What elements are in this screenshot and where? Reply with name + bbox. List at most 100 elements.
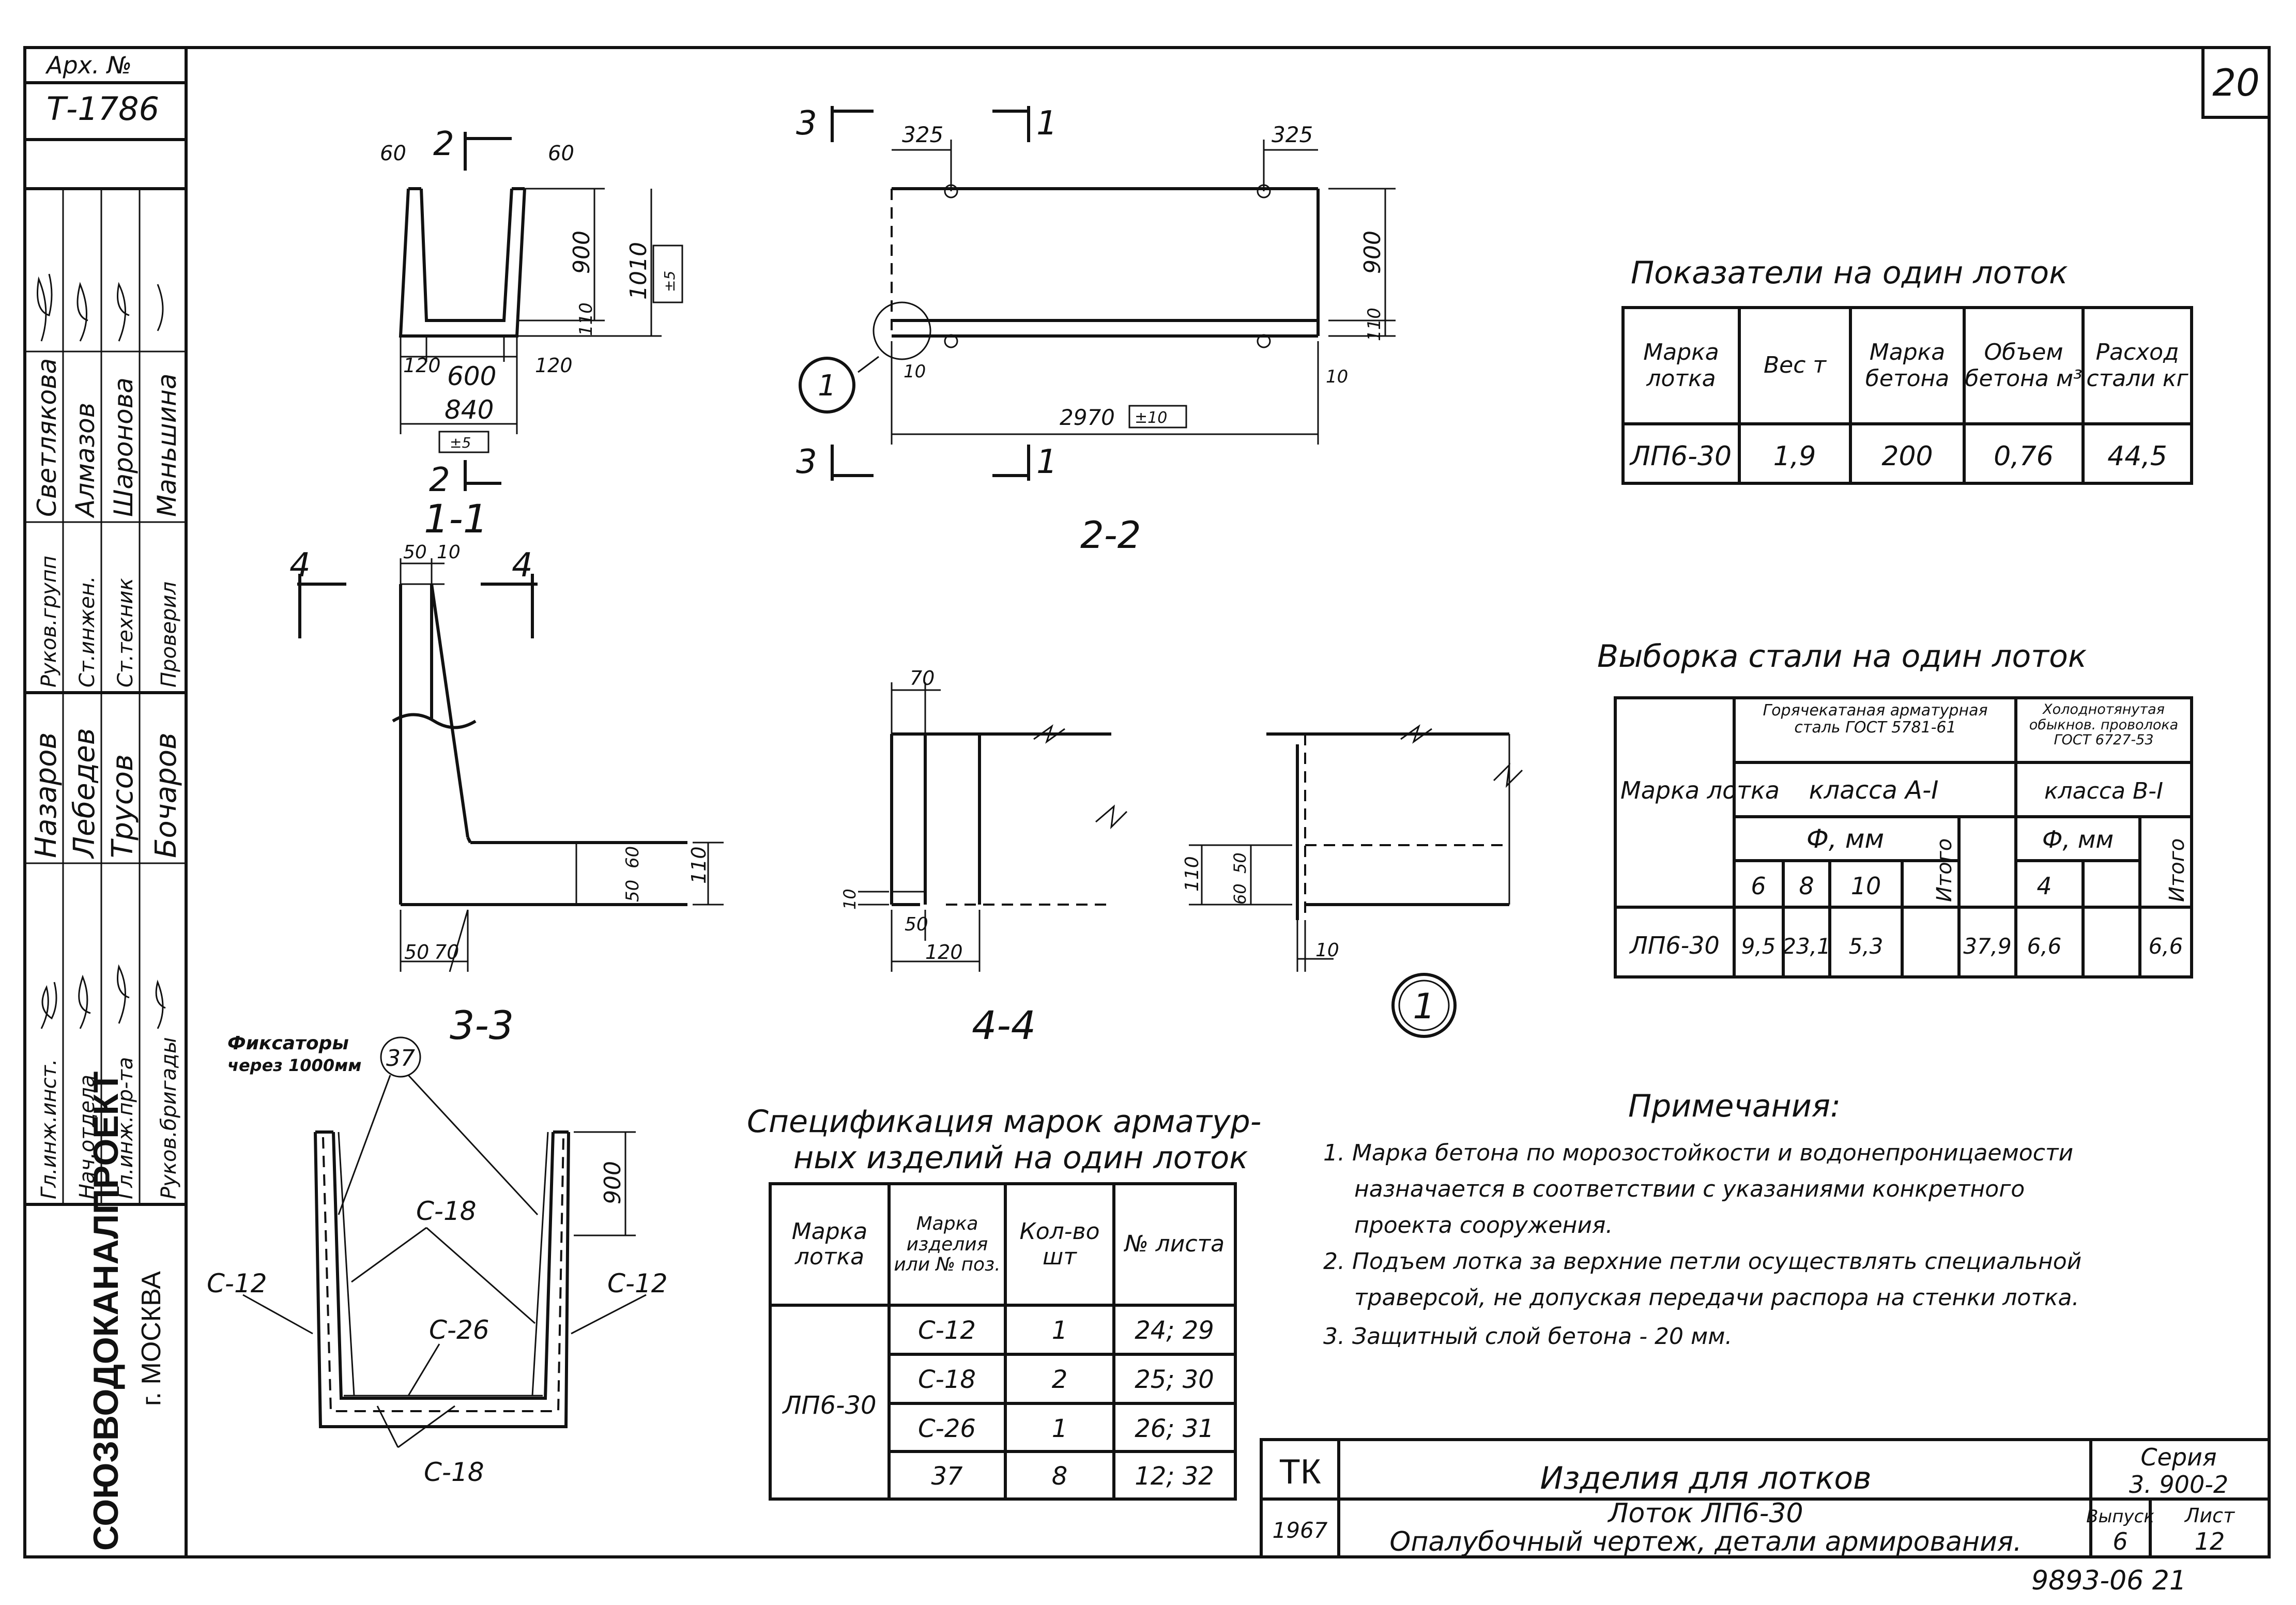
view-label-1-1: 1-1 xyxy=(424,496,488,542)
view-label-2-2: 2-2 xyxy=(1080,513,1141,557)
steel-diam-6: 6 xyxy=(1751,872,1766,900)
spec-table xyxy=(769,1182,1237,1501)
tb-subtitle-2: Опалубочный чертеж, детали армирования. xyxy=(1389,1526,2022,1557)
indicators-header: Марка лотка Вес т Марка бетона Объем бет… xyxy=(1643,339,2188,392)
view-rebar xyxy=(242,1036,647,1448)
steel-h-total-b: Итого xyxy=(2165,838,2189,902)
dim-33-10: 10 xyxy=(437,542,461,563)
tb-sheet-label: Лист xyxy=(2184,1504,2236,1527)
indicators-col-weight: Вес т xyxy=(1763,352,1827,379)
steel-diam-4: 4 xyxy=(2037,872,2052,900)
spec-r1-item: C-12 xyxy=(918,1316,976,1345)
steel-cell-mark: ЛП6-30 xyxy=(1629,931,1720,959)
tb-issue-label: Выпуск xyxy=(2086,1506,2154,1527)
role-dept-head: Нач.отдела xyxy=(75,1075,99,1199)
cut-33-4-right: 4 xyxy=(512,546,533,585)
spec-r4-sheet: 12; 32 xyxy=(1135,1462,1214,1491)
indicators-col-concrete: Марка бетона xyxy=(1865,339,1950,392)
dim-11-840: 840 xyxy=(445,395,494,425)
sheet-number: 20 xyxy=(2212,61,2260,104)
name-nazarov: Назаров xyxy=(29,732,63,858)
name-trusov: Трусов xyxy=(106,754,140,858)
steel-table xyxy=(1614,696,2193,979)
indicators-cell-mark: ЛП6-30 xyxy=(1629,441,1732,472)
tb-title: Изделия для лотков xyxy=(1540,1460,1871,1496)
view-2-2 xyxy=(799,106,1396,481)
org-city: г. МОСКВА xyxy=(136,1271,166,1406)
steel-cell-8: 23,1 xyxy=(1782,934,1831,959)
view-1-1 xyxy=(399,132,683,491)
steel-h-total-a: Итого xyxy=(1933,838,1956,902)
signatures xyxy=(37,273,166,1029)
spec-title-1: Спецификация марок арматур- xyxy=(747,1104,1261,1140)
note-line-4: 2. Подъем лотка за верхние петли осущест… xyxy=(1323,1248,2081,1275)
indicators-table xyxy=(1621,306,2193,485)
dim-22-325b: 325 xyxy=(1272,122,1313,147)
dim-11-120b: 120 xyxy=(535,354,573,377)
dim-33-110: 110 xyxy=(687,846,710,884)
callout-detail-1: 1 xyxy=(818,369,836,403)
label-c12-right: C-12 xyxy=(607,1268,668,1298)
indicators-cell-weight: 1,9 xyxy=(1773,441,1816,472)
notes-title: Примечания: xyxy=(1628,1088,1841,1124)
indicators-cell-volume: 0,76 xyxy=(1994,441,2054,472)
tb-series-label: Серия xyxy=(2140,1443,2216,1471)
dim-11-120a: 120 xyxy=(403,354,441,377)
cut-22-3-top: 3 xyxy=(796,104,817,143)
dim-22-325a: 325 xyxy=(902,122,943,147)
steel-cell-total-a: 37,9 xyxy=(1963,934,2012,959)
tb-sheet: 12 xyxy=(2195,1527,2225,1555)
role-senior-engineer: Ст.инжен. xyxy=(75,576,99,687)
detail-1-label: 1 xyxy=(1413,986,1435,1027)
tb-series: 3. 900-2 xyxy=(2129,1471,2228,1499)
archive-number: Т-1786 xyxy=(47,90,159,128)
dim-33-60: 60 xyxy=(622,846,643,868)
steel-cell-10: 5,3 xyxy=(1849,934,1884,959)
spec-cell-mark: ЛП6-30 xyxy=(782,1391,876,1420)
role-brigade-lead: Руков.бригады xyxy=(157,1037,181,1199)
fixator-note-sub: через 1000мм xyxy=(227,1056,361,1075)
spec-r4-qty: 8 xyxy=(1052,1462,1068,1491)
dim-33-70: 70 xyxy=(434,941,459,964)
detail-1 xyxy=(1189,724,1523,1038)
dim-11-60a: 60 xyxy=(380,142,406,165)
steel-h-phi-b: Ф, мм xyxy=(2042,826,2114,853)
view-4-4 xyxy=(858,682,1128,972)
dim-11-tol-b: ±5 xyxy=(450,434,471,451)
tb-subtitle-1: Лоток ЛП6-30 xyxy=(1607,1498,1803,1529)
spec-title-2: ных изделий на один лоток xyxy=(793,1140,1248,1176)
dim-33-50: 50 xyxy=(403,542,427,563)
label-c12-left: C-12 xyxy=(207,1268,267,1298)
dim-22-10b: 10 xyxy=(1326,366,1348,387)
steel-cell-6: 9,5 xyxy=(1741,934,1776,959)
role-checked: Проверил xyxy=(157,582,181,687)
cut-11-2-bottom: 2 xyxy=(429,461,450,499)
role-project-engineer: Гл.инж.пр-та xyxy=(114,1057,137,1199)
dim-22-10a: 10 xyxy=(904,361,926,382)
dim-44-120: 120 xyxy=(925,941,963,964)
note-line-1: 1. Марка бетона по морозостойкости и вод… xyxy=(1323,1140,2073,1166)
note-line-2: назначается в соответствии с указаниями … xyxy=(1354,1176,2025,1202)
view-label-3-3: 3-3 xyxy=(450,1002,514,1048)
dim-33-50b: 50 xyxy=(622,880,643,902)
tb-code: ТК xyxy=(1279,1452,1321,1491)
spec-r3-sheet: 26; 31 xyxy=(1135,1414,1214,1443)
dim-33-50c: 50 xyxy=(404,941,429,964)
dim-11-tol-a: ±5 xyxy=(661,271,678,292)
label-c18-top: C-18 xyxy=(416,1196,477,1226)
indicators-col-steel: Расход стали кг xyxy=(2086,339,2188,392)
steel-h-class-b: класса В-I xyxy=(2044,778,2163,804)
cut-22-1-top: 1 xyxy=(1036,104,1058,143)
dim-44-50: 50 xyxy=(905,914,928,935)
name-lebedev: Лебедев xyxy=(68,728,101,859)
callout-37: 37 xyxy=(386,1045,415,1072)
name-sharonova: Шаронова xyxy=(109,377,139,517)
title-block xyxy=(1260,1438,2271,1558)
sheet-number-box xyxy=(2201,46,2271,119)
tb-year: 1967 xyxy=(1273,1518,1328,1543)
dim-rebar-900: 900 xyxy=(600,1161,626,1204)
dim-44-70: 70 xyxy=(910,667,935,690)
spec-col-qty: Кол-во шт xyxy=(1019,1218,1100,1270)
steel-cell-total-b: 6,6 xyxy=(2149,934,2183,959)
spec-r1-sheet: 24; 29 xyxy=(1135,1316,1214,1345)
